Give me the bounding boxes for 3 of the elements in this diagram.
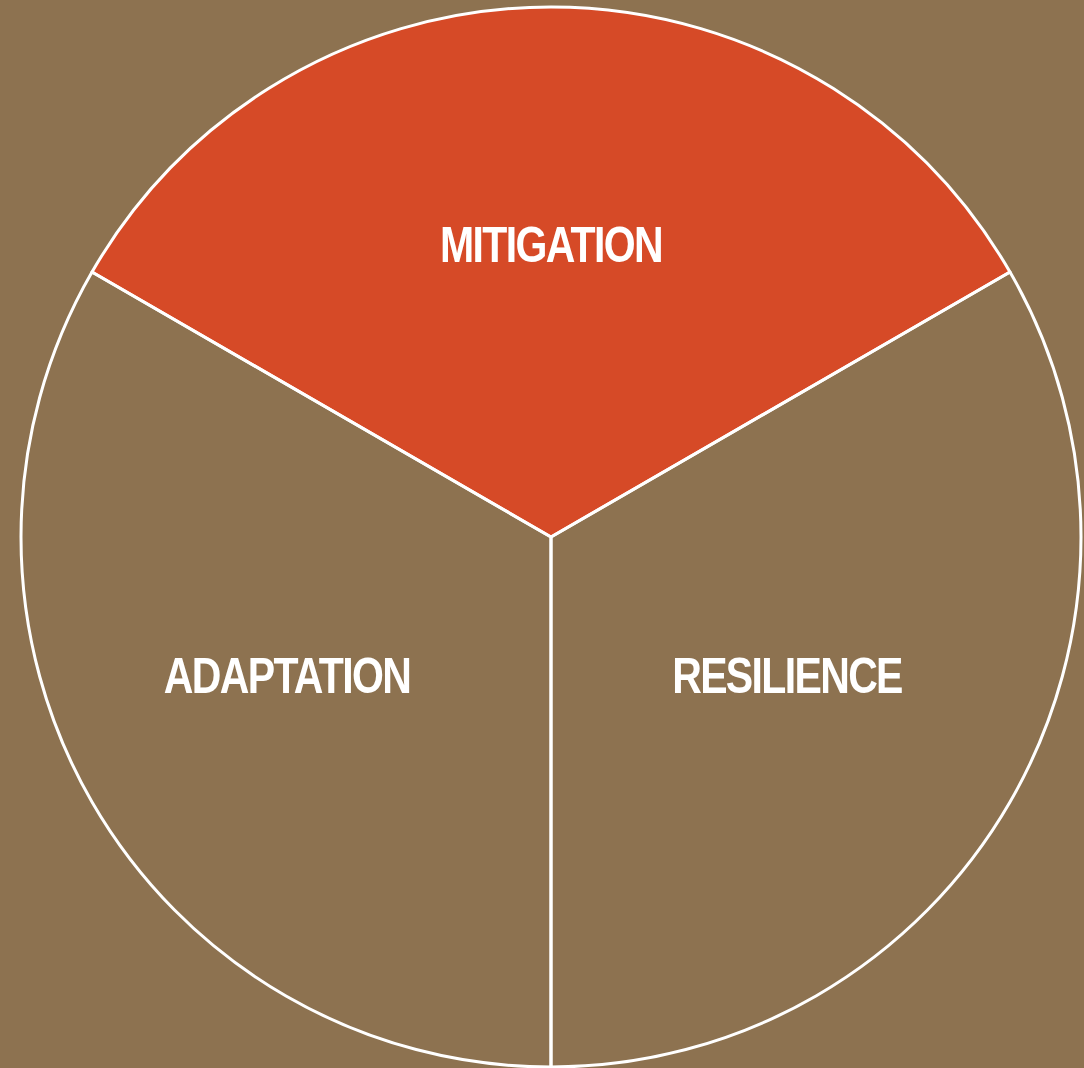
sector-label: RESILIENCE — [672, 651, 902, 701]
sector-label: MITIGATION — [440, 220, 662, 270]
sector-label: ADAPTATION — [163, 651, 411, 701]
